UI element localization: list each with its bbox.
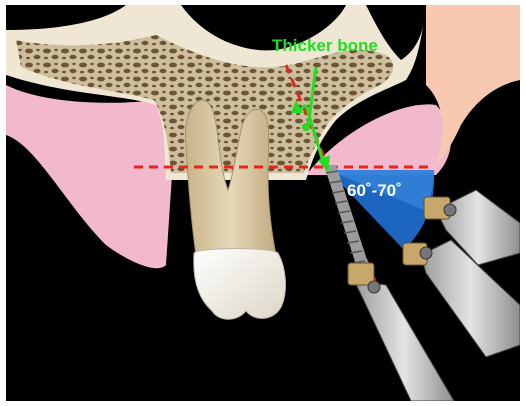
tooth-crown	[194, 249, 286, 320]
thicker-bone-label: Thicker bone	[272, 36, 378, 55]
angle-range-label: 60˚-70˚	[347, 181, 402, 200]
gingiva-left	[6, 85, 176, 268]
bone-marker-dot	[302, 123, 310, 131]
diagram-canvas: Thicker bone 60˚-70˚	[6, 5, 520, 401]
implant-angulation-diagram: Thicker bone 60˚-70˚	[6, 5, 520, 401]
